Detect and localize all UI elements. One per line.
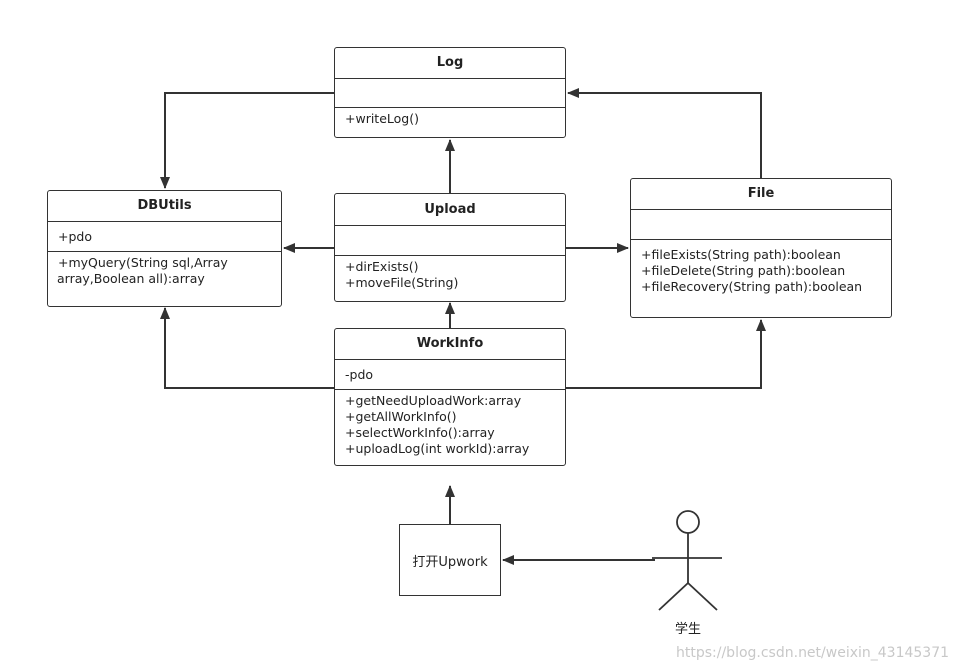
arrow-workinfo-to-file bbox=[566, 319, 766, 389]
class-workinfo[interactable]: WorkInfo -pdo +getNeedUploadWork:array +… bbox=[334, 328, 566, 466]
class-file[interactable]: File +fileExists(String path):boolean +f… bbox=[630, 178, 892, 318]
class-dbutils-operations: +myQuery(String sql,Array array,Boolean … bbox=[48, 252, 281, 287]
action-label: 打开Upwork bbox=[412, 554, 488, 570]
class-upload-operations: +dirExists() +moveFile(String) bbox=[335, 256, 565, 291]
class-log[interactable]: Log +writeLog() bbox=[334, 47, 566, 138]
class-log-attributes bbox=[335, 79, 565, 108]
actor-figure bbox=[652, 510, 722, 611]
class-dbutils-attributes: +pdo bbox=[48, 222, 281, 252]
class-file-attributes bbox=[631, 210, 891, 240]
watermark: https://blog.csdn.net/weixin_43145371 bbox=[676, 645, 950, 661]
operation: +fileRecovery(String path):boolean bbox=[641, 279, 863, 294]
arrow-workinfo-to-dbutils bbox=[160, 307, 335, 389]
class-dbutils-name: DBUtils bbox=[48, 191, 281, 222]
operation: +writeLog() bbox=[345, 111, 419, 126]
class-upload-name: Upload bbox=[335, 194, 565, 226]
operation: +myQuery(String sql,Array bbox=[58, 255, 228, 270]
class-workinfo-attributes: -pdo bbox=[335, 360, 565, 390]
class-upload-attributes bbox=[335, 226, 565, 256]
class-upload[interactable]: Upload +dirExists() +moveFile(String) bbox=[334, 193, 566, 302]
class-log-operations: +writeLog() bbox=[335, 108, 565, 127]
arrow-file-to-log bbox=[567, 88, 762, 178]
operation: array,Boolean all):array bbox=[57, 271, 205, 286]
attribute: -pdo bbox=[345, 367, 374, 382]
operation: +getNeedUploadWork:array bbox=[345, 393, 522, 408]
arrow-log-to-dbutils bbox=[160, 92, 335, 189]
operation: +selectWorkInfo():array bbox=[345, 425, 495, 440]
operation: +getAllWorkInfo() bbox=[345, 409, 457, 424]
action-open-upwork[interactable]: 打开Upwork bbox=[399, 524, 501, 596]
actor-label: 学生 bbox=[675, 622, 702, 637]
class-log-name: Log bbox=[335, 48, 565, 79]
class-file-operations: +fileExists(String path):boolean +fileDe… bbox=[631, 240, 891, 295]
class-dbutils[interactable]: DBUtils +pdo +myQuery(String sql,Array a… bbox=[47, 190, 282, 307]
class-workinfo-name: WorkInfo bbox=[335, 329, 565, 360]
operation: +dirExists() bbox=[345, 259, 419, 274]
class-workinfo-operations: +getNeedUploadWork:array +getAllWorkInfo… bbox=[335, 390, 565, 457]
operation: +fileDelete(String path):boolean bbox=[641, 263, 846, 278]
attribute: +pdo bbox=[58, 229, 92, 244]
class-file-name: File bbox=[631, 179, 891, 210]
operation: +fileExists(String path):boolean bbox=[641, 247, 841, 262]
operation: +moveFile(String) bbox=[345, 275, 459, 290]
operation: +uploadLog(int workId):array bbox=[345, 441, 530, 456]
